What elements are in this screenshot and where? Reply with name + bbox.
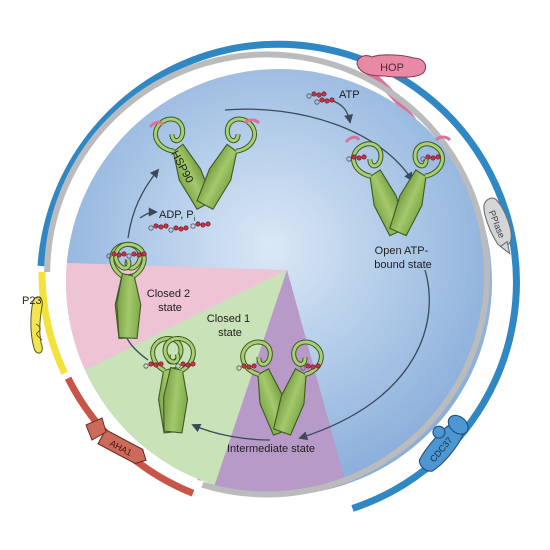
atp-label: ATP bbox=[339, 89, 360, 101]
p23-label: P23 bbox=[22, 295, 42, 307]
cycle-arrows bbox=[120, 99, 430, 441]
blue-outer-arc bbox=[37, 40, 520, 512]
hop-label: HOP bbox=[380, 62, 404, 74]
arrow-open-to-intermediate bbox=[298, 269, 430, 441]
yellow-p23-arc bbox=[38, 271, 68, 375]
closed2-sector bbox=[66, 262, 287, 392]
closed1-state-label: Closed 1 state bbox=[207, 313, 253, 339]
aha1-arrow-marker bbox=[85, 417, 107, 441]
p23-cochaperone: P23 bbox=[22, 295, 43, 354]
aha1-cochaperone: AHA1 bbox=[97, 428, 147, 465]
adp-pi-label: ADP, Pi bbox=[159, 209, 196, 223]
intermediate-state-label: Intermediate state bbox=[227, 443, 315, 455]
hop-cochaperone: HOP bbox=[356, 54, 427, 78]
arrow-apo-to-open bbox=[224, 108, 413, 182]
arrow-adp-out bbox=[139, 207, 158, 219]
closed2-state-label: Closed 2 state bbox=[147, 288, 193, 314]
arrow-intermediate-to-closed1 bbox=[191, 423, 271, 441]
hsp90-open-atp-dimer bbox=[344, 135, 452, 237]
ppiase-cochaperone: PPIase bbox=[483, 197, 512, 255]
grey-ring bbox=[44, 51, 491, 498]
arrow-closed2-to-apo bbox=[127, 168, 160, 239]
open-state-label: Open ATP- bound state bbox=[374, 245, 432, 271]
